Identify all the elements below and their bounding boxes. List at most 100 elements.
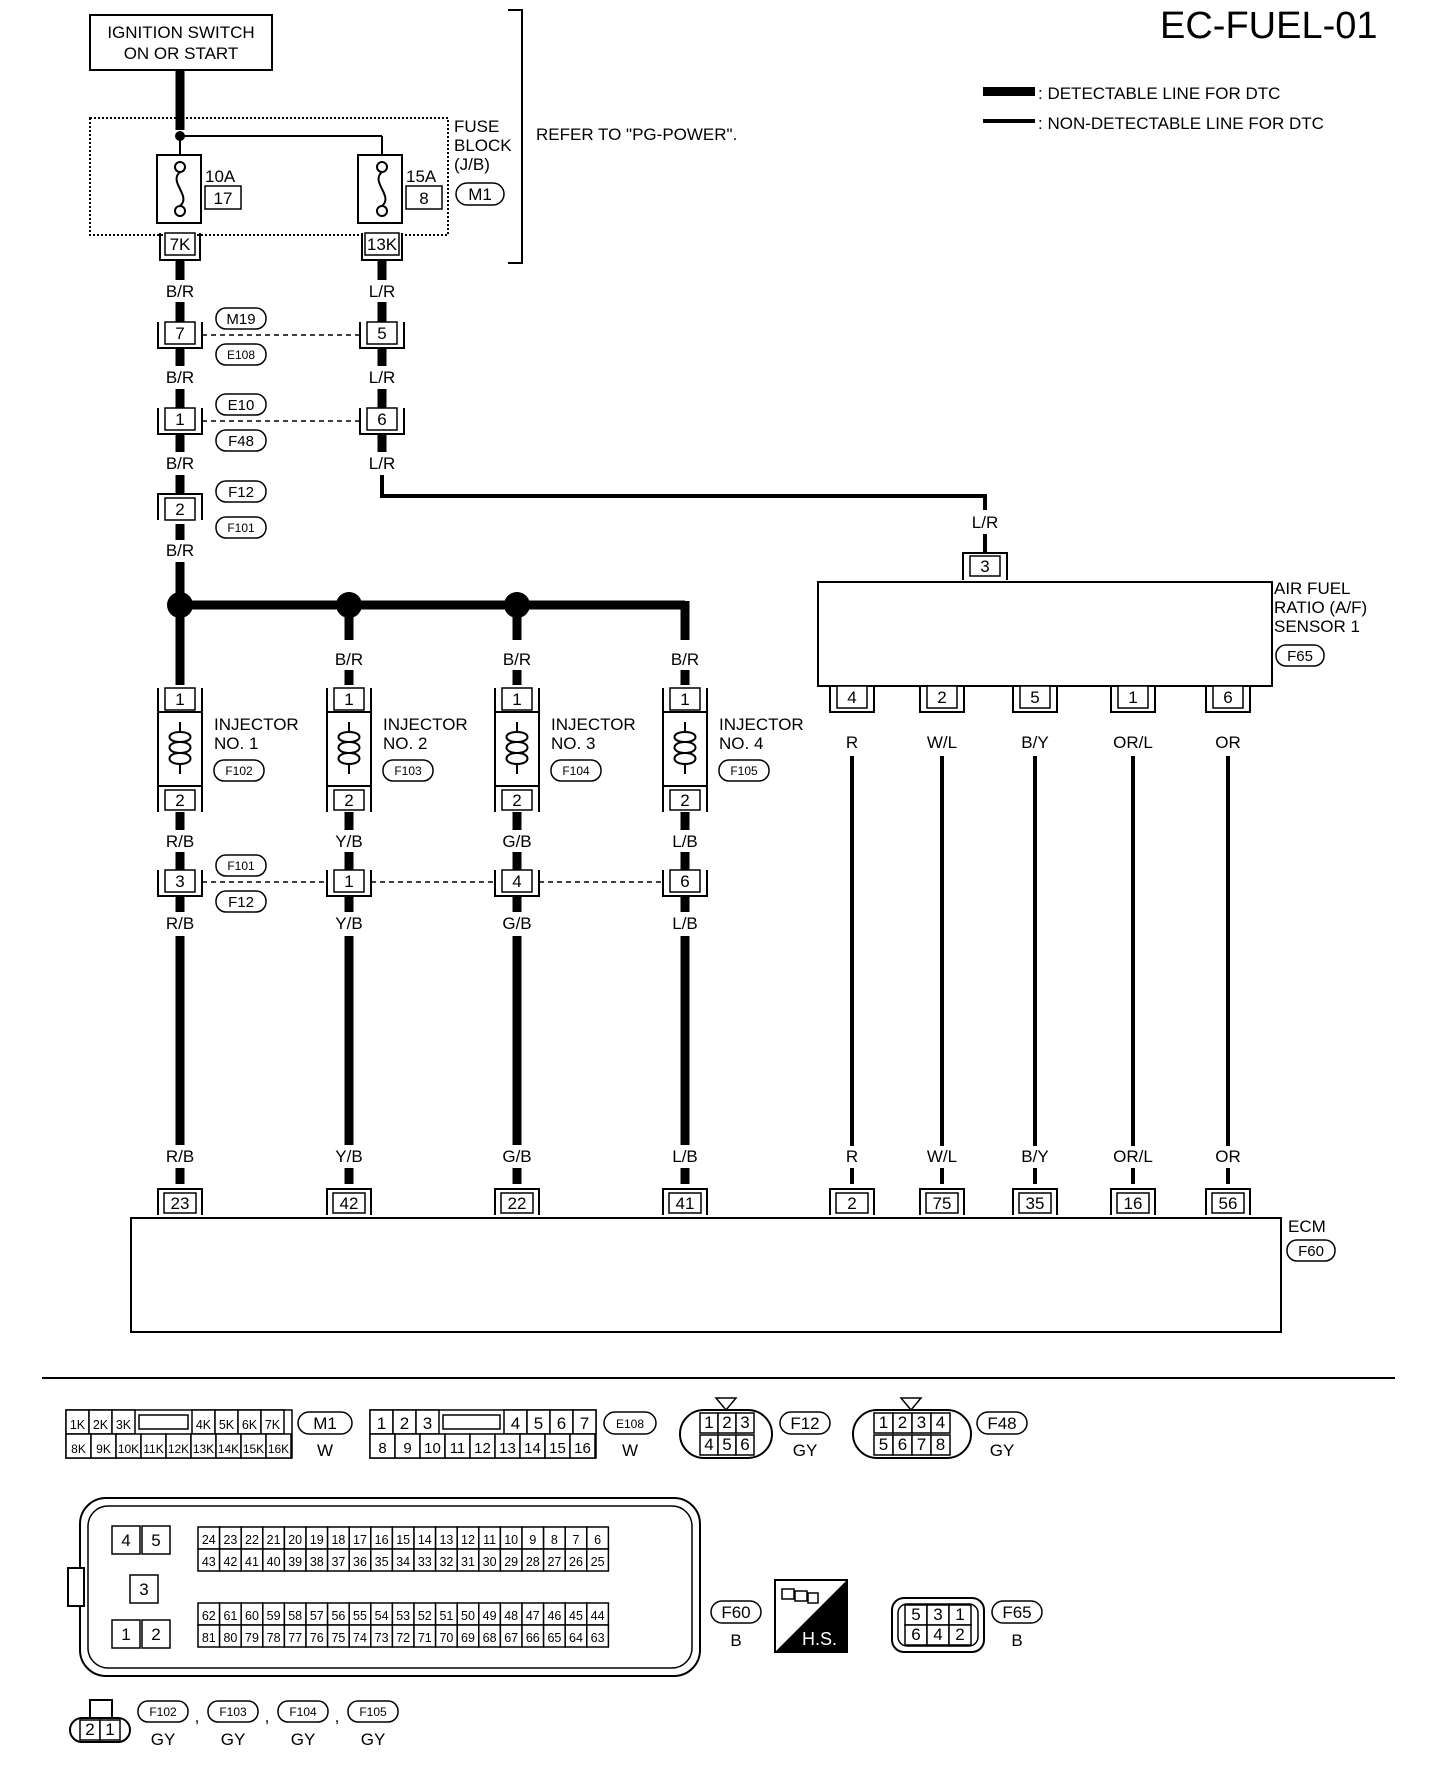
cv-f60-pin-36: 36 xyxy=(353,1555,367,1569)
svg-text:F48: F48 xyxy=(228,433,254,450)
cv-f60-pin-59: 59 xyxy=(267,1609,281,1623)
ecm-pin-42: 42 xyxy=(326,1188,372,1215)
cv-f60-pin-35: 35 xyxy=(375,1555,389,1569)
af-wire-5-bottom: OR xyxy=(1215,1147,1241,1166)
wire-color-br-4: B/R xyxy=(166,541,194,560)
cv-f60-pin-37: 37 xyxy=(331,1555,345,1569)
cv-f60-pin-47: 47 xyxy=(526,1609,540,1623)
cv-f60-pin-9: 9 xyxy=(529,1533,536,1547)
af-sensor-pin-6-box: 6 xyxy=(1205,685,1251,713)
cv-f60-pin-81: 81 xyxy=(202,1631,216,1645)
cv-f65-pin-2: 2 xyxy=(955,1625,964,1644)
fuse-block-line2: BLOCK xyxy=(454,136,512,155)
injector-1-pin2: 2 xyxy=(157,785,203,812)
ecm-pin-16: 16 xyxy=(1110,1188,1156,1215)
cv-e108-pin-7: 7 xyxy=(580,1414,589,1433)
cv-f12-pin-3: 3 xyxy=(740,1413,749,1432)
cv-f60-pin-51: 51 xyxy=(439,1609,453,1623)
cv-f60-pin-1: 1 xyxy=(121,1625,130,1644)
svg-text:2: 2 xyxy=(344,791,353,810)
cv-f60-pin-32: 32 xyxy=(439,1555,453,1569)
af-sensor-connector-tag: F65 xyxy=(1275,644,1325,667)
cv-f60-pin-19: 19 xyxy=(310,1533,324,1547)
svg-text:7: 7 xyxy=(175,324,184,343)
svg-text:GY: GY xyxy=(990,1441,1015,1460)
cv-f48-tag: F48 GY xyxy=(976,1411,1028,1460)
cv-f60-pin-6: 6 xyxy=(594,1533,601,1547)
cv-f60-pin-5: 5 xyxy=(151,1531,160,1550)
cv-f60-pin-50: 50 xyxy=(461,1609,475,1623)
injector-1-joint-pin: 3 xyxy=(157,869,203,897)
cv-f60-pin-2: 2 xyxy=(151,1625,160,1644)
cv-f60-tag: F60 B xyxy=(710,1600,762,1650)
fuse-15a-number: 8 xyxy=(419,189,428,208)
cv-f60-pin-21: 21 xyxy=(267,1533,281,1547)
svg-text:4: 4 xyxy=(847,688,856,707)
cv-e108-pin-6: 6 xyxy=(557,1414,566,1433)
cv-f60-pin-78: 78 xyxy=(267,1631,281,1645)
fuse-10a-number: 17 xyxy=(214,189,233,208)
cv-m1-pin-4K: 4K xyxy=(196,1418,212,1432)
cv-f60-pin-4: 4 xyxy=(121,1531,130,1550)
svg-text:GY: GY xyxy=(793,1441,818,1460)
af-wire-1-top: R xyxy=(846,733,858,752)
af-sensor-pin-4-box: 4 xyxy=(829,685,875,713)
cv-f60-pin-67: 67 xyxy=(504,1631,518,1645)
ecm-pin-56: 56 xyxy=(1205,1188,1251,1215)
cv-m1-tag: M1 W xyxy=(297,1411,353,1460)
svg-text:6: 6 xyxy=(377,410,386,429)
svg-text:F12: F12 xyxy=(790,1414,819,1433)
cv-f60-pin-66: 66 xyxy=(526,1631,540,1645)
svg-text:2: 2 xyxy=(847,1194,856,1213)
af-sensor-line2: RATIO (A/F) xyxy=(1274,598,1367,617)
cv-inj-pin-1: 1 xyxy=(105,1720,114,1739)
cv-f60-pin-20: 20 xyxy=(288,1533,302,1547)
svg-text:B: B xyxy=(730,1631,741,1650)
svg-text:H.S.: H.S. xyxy=(802,1629,837,1649)
injector-3-in-wire: B/R xyxy=(503,650,531,669)
svg-text:2: 2 xyxy=(937,688,946,707)
cv-m1-pin-15K: 15K xyxy=(243,1442,264,1456)
svg-text:13K: 13K xyxy=(367,235,398,254)
injector-2-connector-tag: F103 xyxy=(382,759,434,782)
af-wire-1-bottom: R xyxy=(846,1147,858,1166)
svg-text:6: 6 xyxy=(1223,688,1232,707)
cv-f60-pin-75: 75 xyxy=(331,1631,345,1645)
wire-color-lr-3: L/R xyxy=(369,454,395,473)
af-sensor-pin-5: 5B/YB/Y35AF-VM1 xyxy=(1004,685,1066,1237)
cv-f65-pin-4: 4 xyxy=(933,1625,942,1644)
af-wire-4-top: OR/L xyxy=(1113,733,1153,752)
svg-text:1: 1 xyxy=(512,690,521,709)
af-wire-3-top: B/Y xyxy=(1021,733,1048,752)
cv-e108-pin-5: 5 xyxy=(534,1414,543,1433)
svg-text:F60: F60 xyxy=(1298,1243,1324,1260)
cv-f60-pin-40: 40 xyxy=(267,1555,281,1569)
cv-f60-pin-25: 25 xyxy=(591,1555,605,1569)
cv-f60-pin-79: 79 xyxy=(245,1631,259,1645)
cv-f60-pin-57: 57 xyxy=(310,1609,324,1623)
svg-text:6: 6 xyxy=(680,872,689,891)
injector-2-pin1: 1 xyxy=(326,687,372,715)
legend-non-detectable-text: : NON-DETECTABLE LINE FOR DTC xyxy=(1038,114,1324,133)
cv-e108-pin-10: 10 xyxy=(424,1440,441,1457)
svg-text:7K: 7K xyxy=(170,235,191,254)
injector-3-name2: NO. 3 xyxy=(551,734,595,753)
cv-f60-pin-10: 10 xyxy=(504,1533,518,1547)
svg-text:B: B xyxy=(1011,1631,1022,1650)
fuse-block-line3: (J/B) xyxy=(454,155,490,174)
wire-color-lr-4: L/R xyxy=(972,513,998,532)
svg-text:F104: F104 xyxy=(289,1705,317,1719)
injector-4-out-wire-2: L/B xyxy=(672,914,698,933)
injector-4-out-wire-3: L/B xyxy=(672,1147,698,1166)
cv-f60-pin-13: 13 xyxy=(439,1533,453,1547)
cv-f60-pin-77: 77 xyxy=(288,1631,302,1645)
cv-m1-pin-14K: 14K xyxy=(218,1442,239,1456)
wire-color-br-3: B/R xyxy=(166,454,194,473)
fuse-terminal-7k: 7K xyxy=(159,232,201,261)
cv-f12-pin-4: 4 xyxy=(704,1435,713,1454)
cv-f60-pin-70: 70 xyxy=(439,1631,453,1645)
